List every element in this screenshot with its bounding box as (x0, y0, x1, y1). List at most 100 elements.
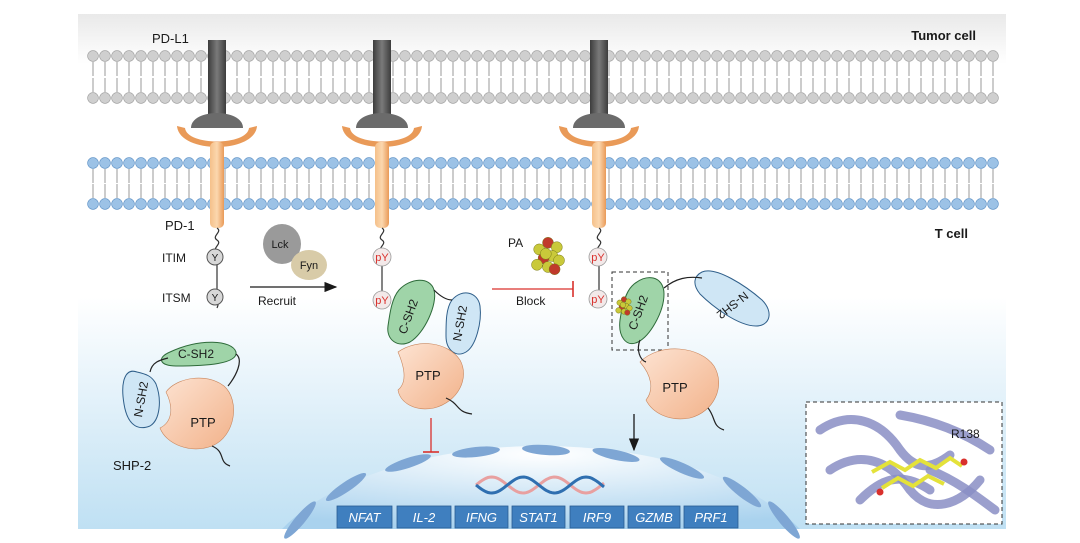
lipid-head (435, 157, 447, 169)
lipid-head (819, 50, 831, 62)
lipid-head (963, 92, 975, 104)
lipid-head (759, 50, 771, 62)
lipid-head (975, 50, 987, 62)
lipid-head (291, 157, 303, 169)
lipid-head (411, 157, 423, 169)
pd-l1-stem (590, 40, 608, 118)
lipid-head (555, 198, 567, 210)
n-sh2-domain (122, 370, 160, 429)
lipid-head (123, 157, 135, 169)
lipid-head (747, 198, 759, 210)
lipid-head (651, 92, 663, 104)
lipid-head (423, 198, 435, 210)
lipid-head (339, 50, 351, 62)
lipid-head (135, 92, 147, 104)
lipid-head (963, 50, 975, 62)
lipid-head (879, 50, 891, 62)
ptp-label: PTP (190, 415, 215, 430)
lipid-head (663, 50, 675, 62)
lipid-head (639, 50, 651, 62)
c-sh2-label: C-SH2 (178, 347, 214, 361)
lipid-head (579, 198, 591, 210)
pd-l1-head (191, 113, 243, 128)
gene-box: STAT1 (511, 505, 566, 529)
lipid-head (195, 92, 207, 104)
fyn-label: Fyn (300, 260, 318, 272)
lipid-head (483, 198, 495, 210)
py-label: pY (375, 252, 389, 264)
lipid-head (303, 157, 315, 169)
lipid-head (747, 50, 759, 62)
lipid-head (507, 50, 519, 62)
lipid-head (939, 92, 951, 104)
ligand-backbone (880, 473, 945, 490)
lipid-head (555, 92, 567, 104)
py-marker: pY (588, 247, 608, 267)
lipid-head (819, 92, 831, 104)
n-sh2-label: N-SH2 (450, 304, 470, 342)
tyrosine-itim: Y (206, 248, 224, 266)
lipid-head (795, 198, 807, 210)
lipid-head (399, 157, 411, 169)
lipid-head (867, 92, 879, 104)
gene-box-bg (683, 505, 739, 529)
tyrosine-itsm: Y (206, 288, 224, 306)
lipid-head (411, 92, 423, 104)
lipid-head (807, 92, 819, 104)
lipid-head (987, 50, 999, 62)
lipid-head (459, 50, 471, 62)
lipid-head (615, 92, 627, 104)
block-label: Block (516, 294, 546, 308)
lipid-head (147, 198, 159, 210)
lipid-head (543, 50, 555, 62)
lipid-head (915, 198, 927, 210)
lipid-head (927, 157, 939, 169)
lipid-head (231, 198, 243, 210)
lipid-head (171, 157, 183, 169)
lipid-head (459, 198, 471, 210)
lipid-head (639, 157, 651, 169)
lipid-head (975, 157, 987, 169)
lipid-head (327, 50, 339, 62)
lipid-head (387, 198, 399, 210)
envelope-segment (659, 457, 705, 479)
lipid-head (399, 92, 411, 104)
lipid-head (831, 92, 843, 104)
lipid-head (531, 92, 543, 104)
lipid-head (627, 198, 639, 210)
lipid-head (831, 198, 843, 210)
lipid-head (303, 92, 315, 104)
py-label: pY (375, 295, 389, 307)
lipid-head (279, 50, 291, 62)
atom (624, 309, 631, 316)
lipid-head (567, 198, 579, 210)
lipid-head (807, 198, 819, 210)
lipid-head (951, 92, 963, 104)
lipid-head (819, 198, 831, 210)
lipid-head (255, 50, 267, 62)
lipid-head (303, 50, 315, 62)
lipid-head (471, 92, 483, 104)
lipid-head (987, 157, 999, 169)
lipid-head (699, 50, 711, 62)
lipid-head (735, 50, 747, 62)
lipid-head (699, 157, 711, 169)
shp2-closed-blocked: C-SH2 N-SH2 PTP (611, 270, 770, 431)
lipid-head (891, 198, 903, 210)
gene-box-bg (396, 505, 452, 529)
lipid-head (567, 50, 579, 62)
lipid-head (639, 92, 651, 104)
lipid-head (483, 92, 495, 104)
py-marker: pY (588, 289, 608, 309)
pd-1-stem (210, 142, 224, 228)
lipid-head (639, 198, 651, 210)
lipid-head (699, 92, 711, 104)
lipid-head (471, 157, 483, 169)
lipid-head (495, 50, 507, 62)
lipid-head (447, 92, 459, 104)
lipid-head (519, 157, 531, 169)
lipid-head (135, 50, 147, 62)
lipid-head (495, 157, 507, 169)
lipid-head (351, 50, 363, 62)
gene-box-bg (336, 505, 393, 529)
